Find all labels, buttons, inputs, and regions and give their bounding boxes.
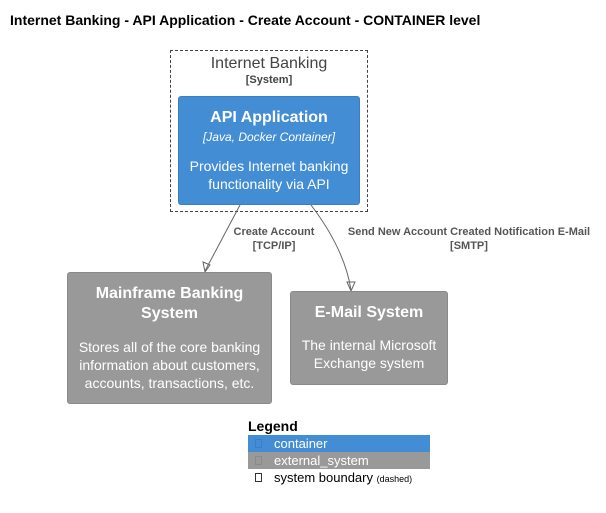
diagram-title: Internet Banking - API Application - Cre… — [10, 12, 481, 28]
edge-send-email[interactable] — [310, 204, 352, 291]
node-description: The internal Microsoft Exchange system — [301, 337, 437, 371]
node-name: Mainframe Banking System — [95, 285, 244, 322]
node-name: E-Mail System — [314, 304, 424, 321]
external-system-email[interactable]: E-Mail System The internal Microsoft Exc… — [290, 291, 448, 385]
node-name: API Application — [210, 109, 328, 126]
legend-title: Legend — [248, 418, 298, 434]
boundary-name: Internet Banking — [210, 55, 328, 72]
edge-label-create-account: Create Account [TCP/IP] — [233, 226, 315, 252]
node-technology: [Java, Docker Container] — [202, 130, 336, 144]
external-system-mainframe-banking[interactable]: Mainframe Banking System Stores all of t… — [67, 272, 272, 404]
edge-create-account-arrowhead — [202, 261, 211, 274]
legend-label: container — [274, 436, 328, 451]
legend-item-system-boundary: system boundary (dashed) — [248, 469, 430, 486]
node-description: Provides Internet banking functionality … — [189, 158, 349, 192]
legend-note: (dashed) — [376, 474, 413, 484]
legend-swatch-icon — [255, 439, 262, 448]
legend-item-external-system: external_system — [248, 452, 430, 469]
edge-send-email-arrowhead — [346, 281, 356, 293]
system-boundary-internet-banking[interactable]: Internet Banking [System] — [170, 50, 368, 212]
legend-swatch-icon — [255, 456, 262, 465]
legend-swatch-icon — [255, 473, 262, 482]
container-api-application[interactable]: API Application [Java, Docker Container]… — [178, 96, 360, 205]
boundary-type: [System] — [245, 74, 293, 86]
legend-item-container: container — [248, 435, 430, 452]
edge-label-send-email: Send New Account Created Notification E-… — [347, 226, 591, 252]
node-description: Stores all of the core banking informati… — [78, 339, 261, 391]
edge-create-account[interactable] — [204, 204, 241, 272]
legend: Legend container external_system system … — [248, 418, 430, 486]
legend-label: external_system — [274, 453, 369, 468]
legend-label: system boundary — [274, 470, 373, 485]
